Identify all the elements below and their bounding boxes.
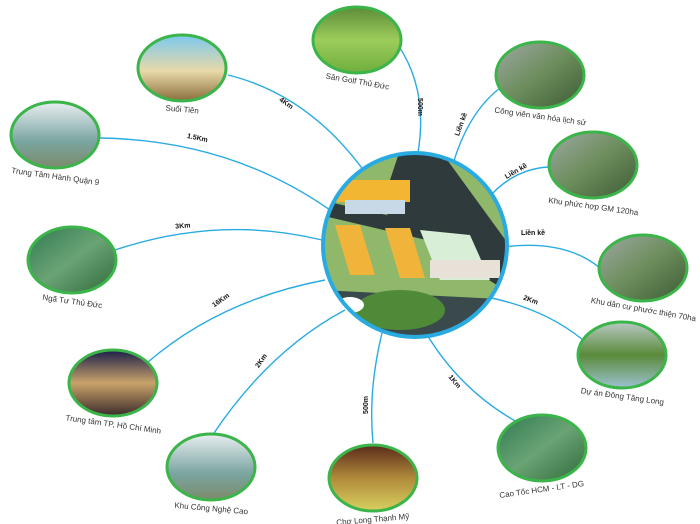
location-node-gm-120ha[interactable]: Khu phức hợp GM 120ha [547,130,640,217]
location-node-quan-9[interactable]: Trung Tâm Hành Quận 9 [9,100,101,187]
location-node-dong-tang-long[interactable]: Dự án Đông Tăng Long [576,320,668,407]
location-photo-cho-long-thanh-my [327,443,419,513]
connector-line-cao-toc [425,332,518,423]
location-photo-trung-tam-tp [67,348,159,418]
location-label-suoi-tien: Suối Tiên [165,104,199,116]
location-label-cho-long-thanh-my: Chợ Long Thạnh Mỹ [336,512,410,524]
location-photo-cao-toc [496,413,588,483]
location-photo-gm-120ha [547,130,639,200]
location-node-cong-vien[interactable]: Công viên văn hóa lịch sử [494,40,588,128]
distance-label-suoi-tien: 4Km [278,97,294,111]
connector-line-trung-tam-tp [147,279,326,363]
distance-label-gm-120ha: Liền kề [503,161,528,181]
location-node-phuoc-thien[interactable]: Khu dân cư phước thiện 70ha [590,233,697,323]
location-node-golf[interactable]: Sân Golf Thủ Đức [311,5,403,92]
connector-line-suoi-tien [227,74,368,176]
distance-label-golf: 500m [416,98,423,116]
location-photo-golf [311,5,403,75]
project-site-illustration [323,153,507,337]
distance-label-cong-nghe-cao: 2Km [255,353,269,369]
distance-label-dong-tang-long: 2Km [522,295,539,307]
connector-line-nga-tu-thu-duc [114,228,323,251]
location-node-nga-tu-thu-duc[interactable]: Ngã Tư Thủ Đức [26,225,118,310]
distance-label-quan-9: 1.5Km [186,133,208,144]
location-photo-quan-9 [9,100,101,170]
location-photo-cong-nghe-cao [165,432,257,502]
distance-label-trung-tam-tp: 16Km [211,292,231,309]
location-node-cho-long-thanh-my[interactable]: Chợ Long Thạnh Mỹ [327,443,419,524]
location-label-golf: Sân Golf Thủ Đức [325,72,390,92]
distance-label-phuoc-thien: Liền kề [521,228,545,237]
location-photo-nga-tu-thu-duc [26,225,118,295]
location-photo-cong-vien [494,40,586,110]
location-photo-suoi-tien [136,33,228,103]
hub-ring [321,151,509,339]
distance-label-cho-long-thanh-my: 500m [363,396,370,414]
connector-line-cong-nghe-cao [213,309,346,434]
location-node-trung-tam-tp[interactable]: Trung tâm TP, Hồ Chí Minh [65,348,162,436]
project-hub[interactable] [320,150,520,340]
connector-line-cho-long-thanh-my [370,332,383,444]
distance-label-cong-vien: Liền kề [452,111,469,137]
distance-label-nga-tu-thu-duc: 3Km [175,222,191,230]
location-label-cong-nghe-cao: Khu Công Nghệ Cao [174,501,249,516]
location-photo-phuoc-thien [597,233,689,303]
location-node-cao-toc[interactable]: Cao Tốc HCM - LT - DG [496,413,588,500]
location-label-nga-tu-thu-duc: Ngã Tư Thủ Đức [42,293,103,310]
location-photo-dong-tang-long [576,320,668,390]
connector-line-quan-9 [99,137,331,211]
location-node-suoi-tien[interactable]: Suối Tiên [136,33,228,116]
location-node-cong-nghe-cao[interactable]: Khu Công Nghệ Cao [165,432,257,516]
